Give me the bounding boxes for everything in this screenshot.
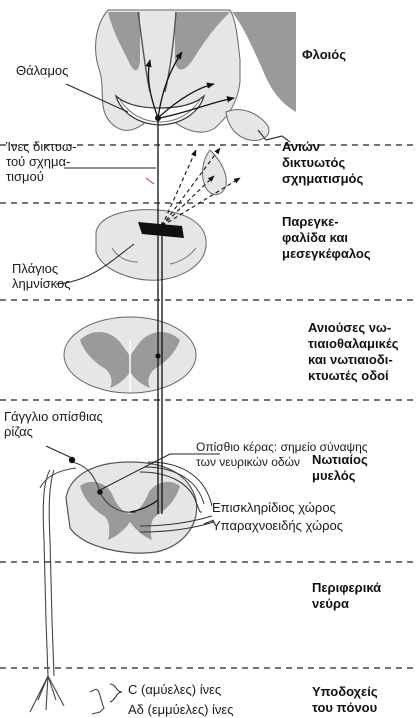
brainstem-section	[96, 210, 206, 281]
label-reticular-fibers: Ίνες δικτυω- τού σχημα- τισμού	[6, 139, 77, 184]
label-dorsal-root-ganglion: Γάγγλιο οπίσθιας ρίζας	[4, 409, 103, 439]
brain-section	[96, 10, 296, 195]
region-cortex: Φλοιός	[302, 47, 346, 63]
region-ascending-tracts: Ανιούσες νω- τιαιοθαλαμικές και νωτιαιοδ…	[308, 320, 398, 384]
spinal-node	[155, 353, 160, 358]
upper-spinal-section	[64, 317, 196, 393]
reticular-fiber-arrows	[162, 148, 240, 226]
label-lateral-lemniscus: Πλάγιος λημνίσκος	[12, 261, 70, 291]
label-c-fibers: C (αμύελες) ίνες	[128, 682, 221, 697]
region-peripheral-nerves: Περιφερικά νεύρα	[312, 580, 381, 612]
label-subarachnoid-space: Υπαραχνοειδής χώρος	[212, 518, 343, 533]
region-reticular-formation: Ανιών δικτυωτός σχηματισμός	[282, 139, 363, 187]
label-a-delta-fibers: Αδ (εμμύελες) ίνες	[128, 702, 233, 717]
region-pons-midbrain: Παρεγκε- φαλίδα και μεσεγκέφαλος	[282, 214, 371, 262]
dorsal-horn-node	[97, 489, 103, 495]
thalamus-node	[155, 115, 161, 121]
label-dorsal-horn: Οπίσθιο κέρας: σημείο σύναψης των νευρικ…	[196, 440, 368, 470]
red-mark	[146, 178, 154, 184]
region-pain-receptors: Υποδοχείς του πόνου	[312, 684, 378, 716]
brainstem-node	[159, 225, 164, 230]
label-thalamus: Θάλαμος	[16, 63, 68, 78]
label-epidural-space: Επισκληρίδιος χώρος	[212, 500, 336, 515]
